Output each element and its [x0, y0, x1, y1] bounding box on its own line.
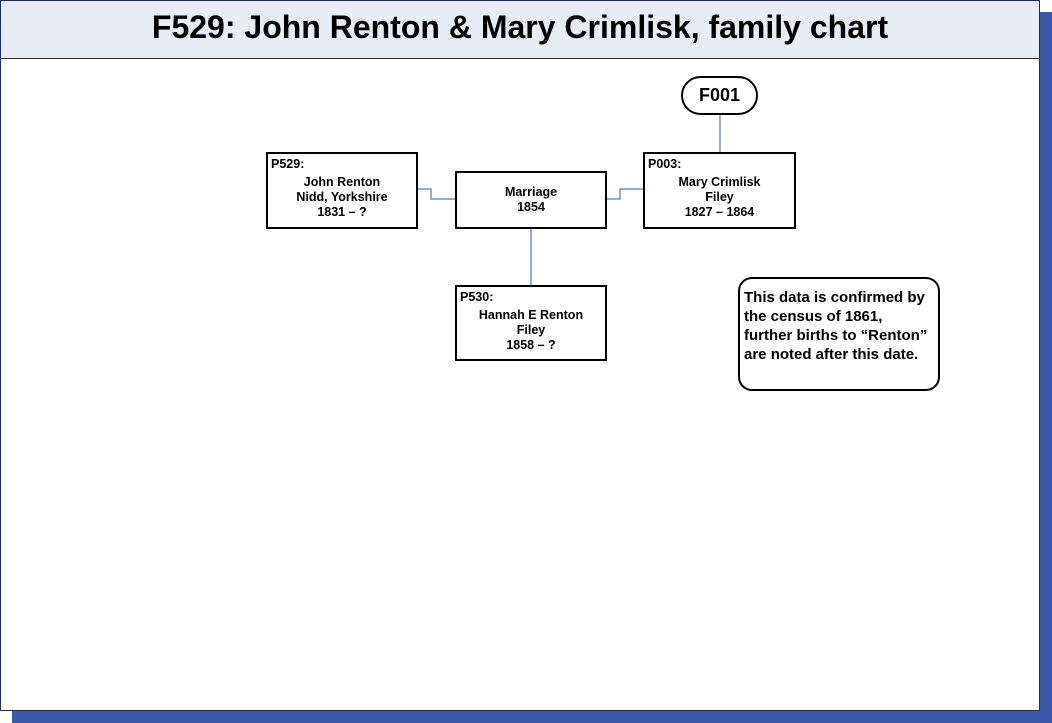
connector-lines: [417, 114, 721, 286]
person-box-husband[interactable]: P529: John Renton Nidd, Yorkshire 1831 –…: [266, 152, 418, 229]
person-id: P529:: [271, 157, 305, 171]
person-box-child[interactable]: P530: Hannah E Renton Filey 1858 – ?: [455, 285, 607, 361]
person-name: Mary Crimlisk: [678, 175, 761, 189]
person-name: Hannah E Renton: [478, 308, 584, 322]
husband-marriage-connector: [417, 188, 456, 200]
chart-title: F529: John Renton & Mary Crimlisk, famil…: [151, 9, 889, 45]
title-bar: F529: John Renton & Mary Crimlisk, famil…: [1, 1, 1039, 59]
person-place: Nidd, Yorkshire: [296, 190, 388, 204]
person-box-wife[interactable]: P003: Mary Crimlisk Filey 1827 – 1864: [643, 152, 796, 229]
marriage-box[interactable]: Marriage 1854: [455, 171, 607, 229]
marriage-year: 1854: [517, 200, 545, 214]
person-name: John Renton: [303, 175, 381, 189]
person-place: Filey: [516, 323, 546, 337]
person-dates: 1858 – ?: [506, 338, 556, 352]
person-id: P530:: [460, 290, 494, 304]
family-link-f001[interactable]: F001: [681, 76, 758, 115]
wife-marriage-connector: [606, 188, 644, 200]
person-place: Filey: [705, 190, 734, 204]
person-id: P003:: [648, 157, 682, 171]
chart-page: F529: John Renton & Mary Crimlisk, famil…: [0, 0, 1040, 711]
census-note: This data is confirmed by the census of …: [738, 277, 940, 391]
marriage-label: Marriage: [504, 185, 558, 199]
person-dates: 1831 – ?: [317, 205, 367, 219]
person-dates: 1827 – 1864: [684, 205, 755, 219]
